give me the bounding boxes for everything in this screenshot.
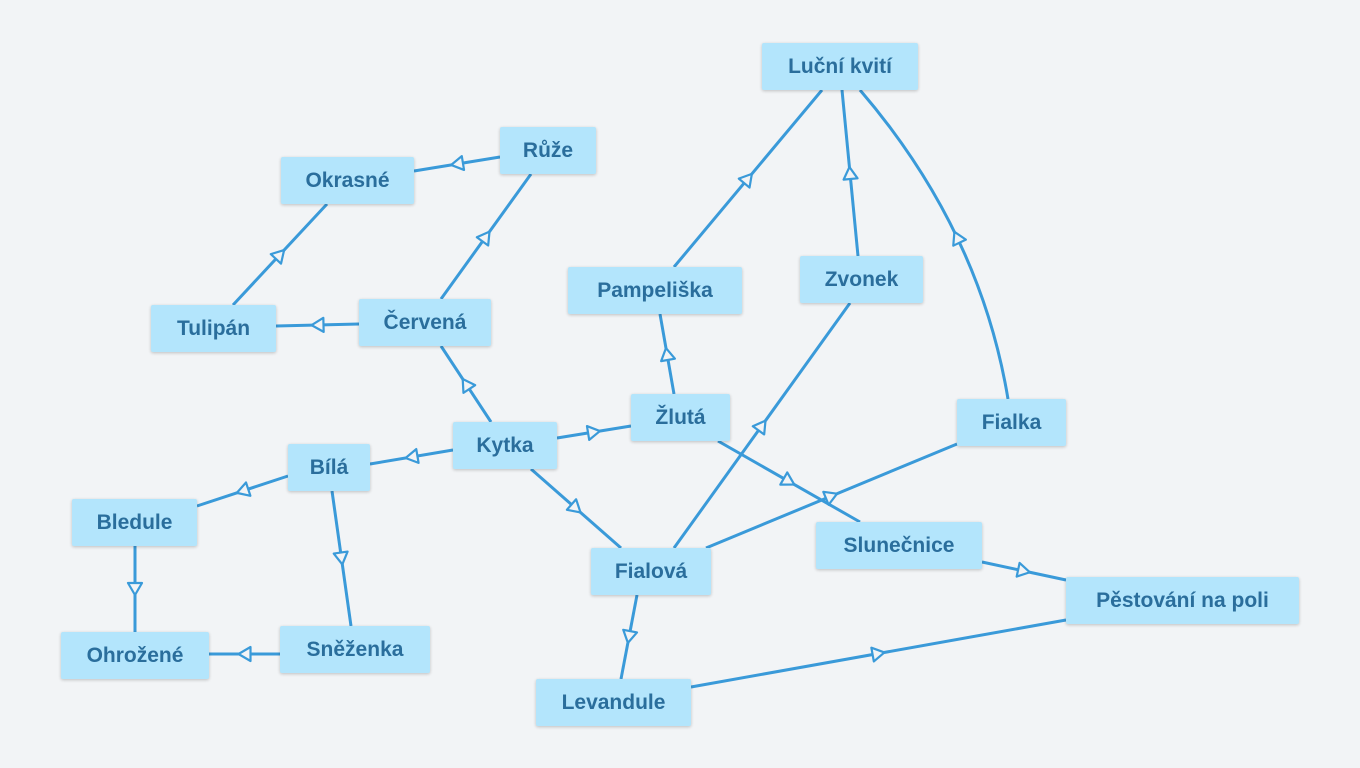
edge-arrowhead-15 xyxy=(622,628,639,644)
edge-arrowhead-5 xyxy=(585,424,602,441)
edge-arrowhead-7 xyxy=(565,498,582,514)
edge-arrowhead-19 xyxy=(332,550,349,566)
edge-arrowhead-1 xyxy=(269,249,286,265)
node-zluta[interactable]: Žlutá xyxy=(631,394,730,441)
edge-arrowhead-21 xyxy=(237,645,252,663)
node-pampeliska[interactable]: Pampeliška xyxy=(568,267,742,314)
edge-arrowhead-17 xyxy=(870,646,886,663)
node-pestovani-na-poli[interactable]: Pěstování na poli xyxy=(1066,577,1299,624)
node-kytka[interactable]: Kytka xyxy=(453,422,557,469)
edge-fialka-to-lucni xyxy=(858,89,1010,400)
node-slunecnice[interactable]: Slunečnice xyxy=(816,522,982,569)
node-okrasne[interactable]: Okrasné xyxy=(281,157,414,204)
node-bledule[interactable]: Bledule xyxy=(72,499,197,546)
edge-arrowhead-2 xyxy=(310,316,325,333)
edge-arrowhead-20 xyxy=(126,581,144,597)
edge-arrowhead-6 xyxy=(404,447,420,465)
edge-arrowhead-11 xyxy=(842,165,859,181)
node-fialka[interactable]: Fialka xyxy=(957,399,1066,446)
edge-arrowhead-8 xyxy=(660,346,677,363)
node-lucni-kviti[interactable]: Luční kvití xyxy=(762,43,918,90)
edge-arrowhead-16 xyxy=(1015,561,1031,578)
node-bila[interactable]: Bílá xyxy=(288,444,370,491)
node-snezenka[interactable]: Sněženka xyxy=(280,626,430,673)
node-ruze[interactable]: Růže xyxy=(500,127,596,174)
edge-arrowhead-3 xyxy=(475,230,491,247)
node-zvonek[interactable]: Zvonek xyxy=(800,256,923,303)
node-ohrozene[interactable]: Ohrožené xyxy=(61,632,209,679)
edge-arrowhead-0 xyxy=(449,155,466,172)
edge-arrowhead-13 xyxy=(751,419,767,436)
node-cervena[interactable]: Červená xyxy=(359,299,491,346)
edge-arrowhead-12 xyxy=(952,230,968,247)
edge-arrowhead-18 xyxy=(235,481,252,497)
node-tulipan[interactable]: Tulipán xyxy=(151,305,276,352)
node-fialova[interactable]: Fialová xyxy=(591,548,711,595)
edge-arrowhead-4 xyxy=(461,377,477,394)
edge-arrowhead-9 xyxy=(779,471,796,486)
edge-arrowhead-10 xyxy=(737,172,753,189)
node-levandule[interactable]: Levandule xyxy=(536,679,691,726)
edge-arrowhead-14 xyxy=(822,490,839,506)
